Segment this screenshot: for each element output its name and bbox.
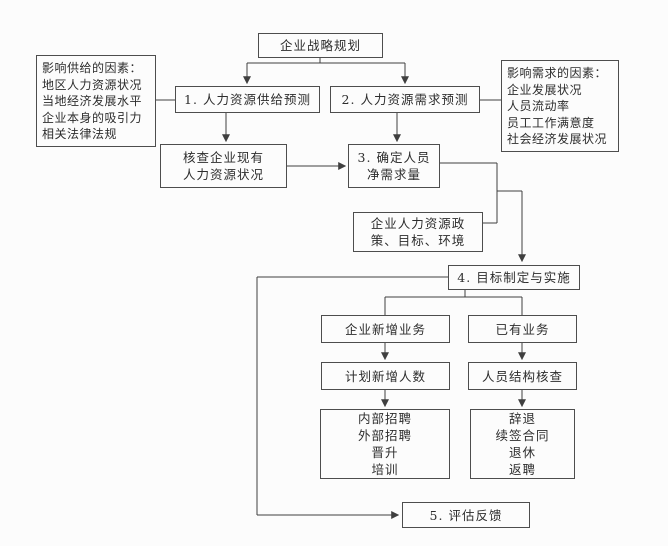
node-supply-factors: 影响供给的因素： 地区人力资源状况 当地经济发展水平 企业本身的吸引力 相关法律… bbox=[36, 55, 156, 147]
node-structure-check: 人员结构核查 bbox=[468, 362, 577, 390]
node-existing-business: 已有业务 bbox=[468, 315, 577, 343]
node-demand-factors: 影响需求的因素： 企业发展状况 人员流动率 员工工作满意度 社会经济发展状况 bbox=[501, 60, 619, 152]
node-existing-staff-actions: 辞退 续签合同 退休 返聘 bbox=[470, 409, 575, 479]
node-new-hire-methods: 内部招聘 外部招聘 晋升 培训 bbox=[320, 409, 450, 479]
node-check-existing-hr: 核查企业现有 人力资源状况 bbox=[160, 144, 287, 188]
node-supply-forecast: 1. 人力资源供给预测 bbox=[175, 86, 320, 113]
node-new-business: 企业新增业务 bbox=[321, 315, 450, 343]
node-planned-headcount: 计划新增人数 bbox=[321, 362, 450, 390]
node-strategic-planning: 企业战略规划 bbox=[258, 33, 383, 58]
node-net-demand: 3. 确定人员 净需求量 bbox=[348, 144, 440, 188]
node-goal-implementation: 4. 目标制定与实施 bbox=[448, 265, 580, 290]
node-demand-forecast: 2. 人力资源需求预测 bbox=[330, 86, 480, 113]
edge-strategy-branch bbox=[243, 58, 409, 85]
edge-goal-branch bbox=[384, 290, 523, 315]
edge-goal-to-evaluation bbox=[256, 276, 448, 519]
node-hr-policy: 企业人力资源政 策、目标、环境 bbox=[353, 212, 483, 252]
node-evaluation-feedback: 5. 评估反馈 bbox=[402, 502, 530, 528]
